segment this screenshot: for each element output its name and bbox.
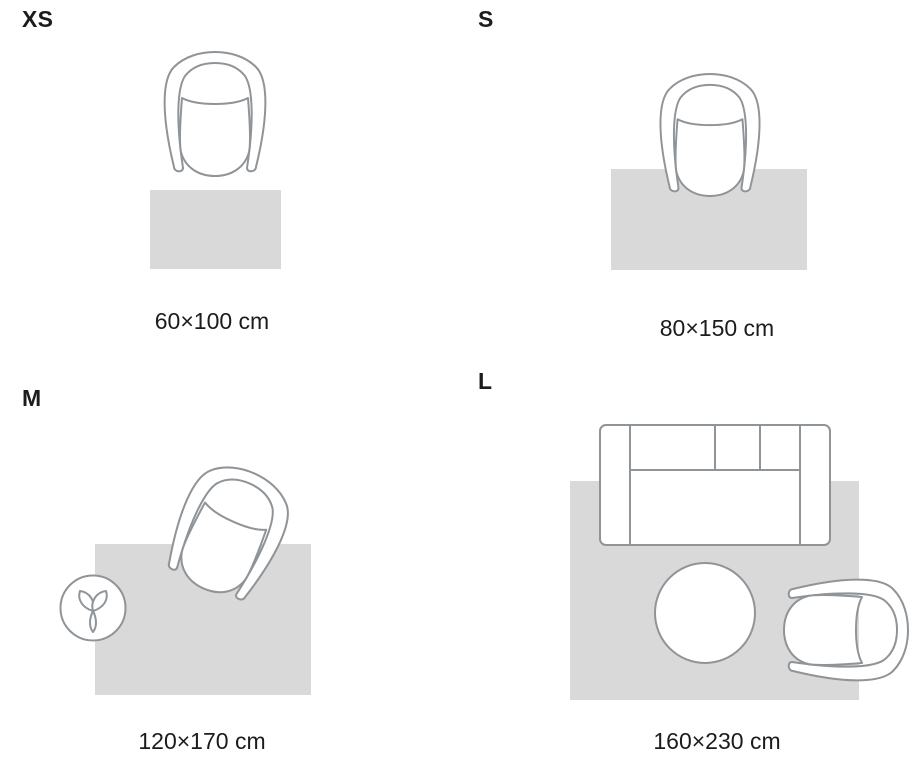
rug-dimensions-m: 120×170 cm — [138, 728, 266, 754]
round-coffee-table-icon — [653, 561, 757, 665]
armchair-top-view-icon — [651, 68, 769, 202]
size-label-l: L — [478, 368, 493, 394]
armchair-top-view-icon — [155, 46, 275, 182]
size-label-s: S — [478, 6, 494, 32]
rug-xs — [150, 190, 281, 269]
rug-dimensions-l: 160×230 cm — [653, 728, 781, 754]
size-label-xs: XS — [22, 6, 54, 32]
sofa-top-view-icon — [599, 424, 831, 546]
size-label-m: M — [22, 385, 42, 411]
armchair-top-view-icon — [778, 570, 914, 690]
rug-dimensions-xs: 60×100 cm — [154, 308, 270, 334]
plant-top-view-icon — [58, 573, 128, 643]
rug-dimensions-s: 80×150 cm — [659, 315, 775, 341]
